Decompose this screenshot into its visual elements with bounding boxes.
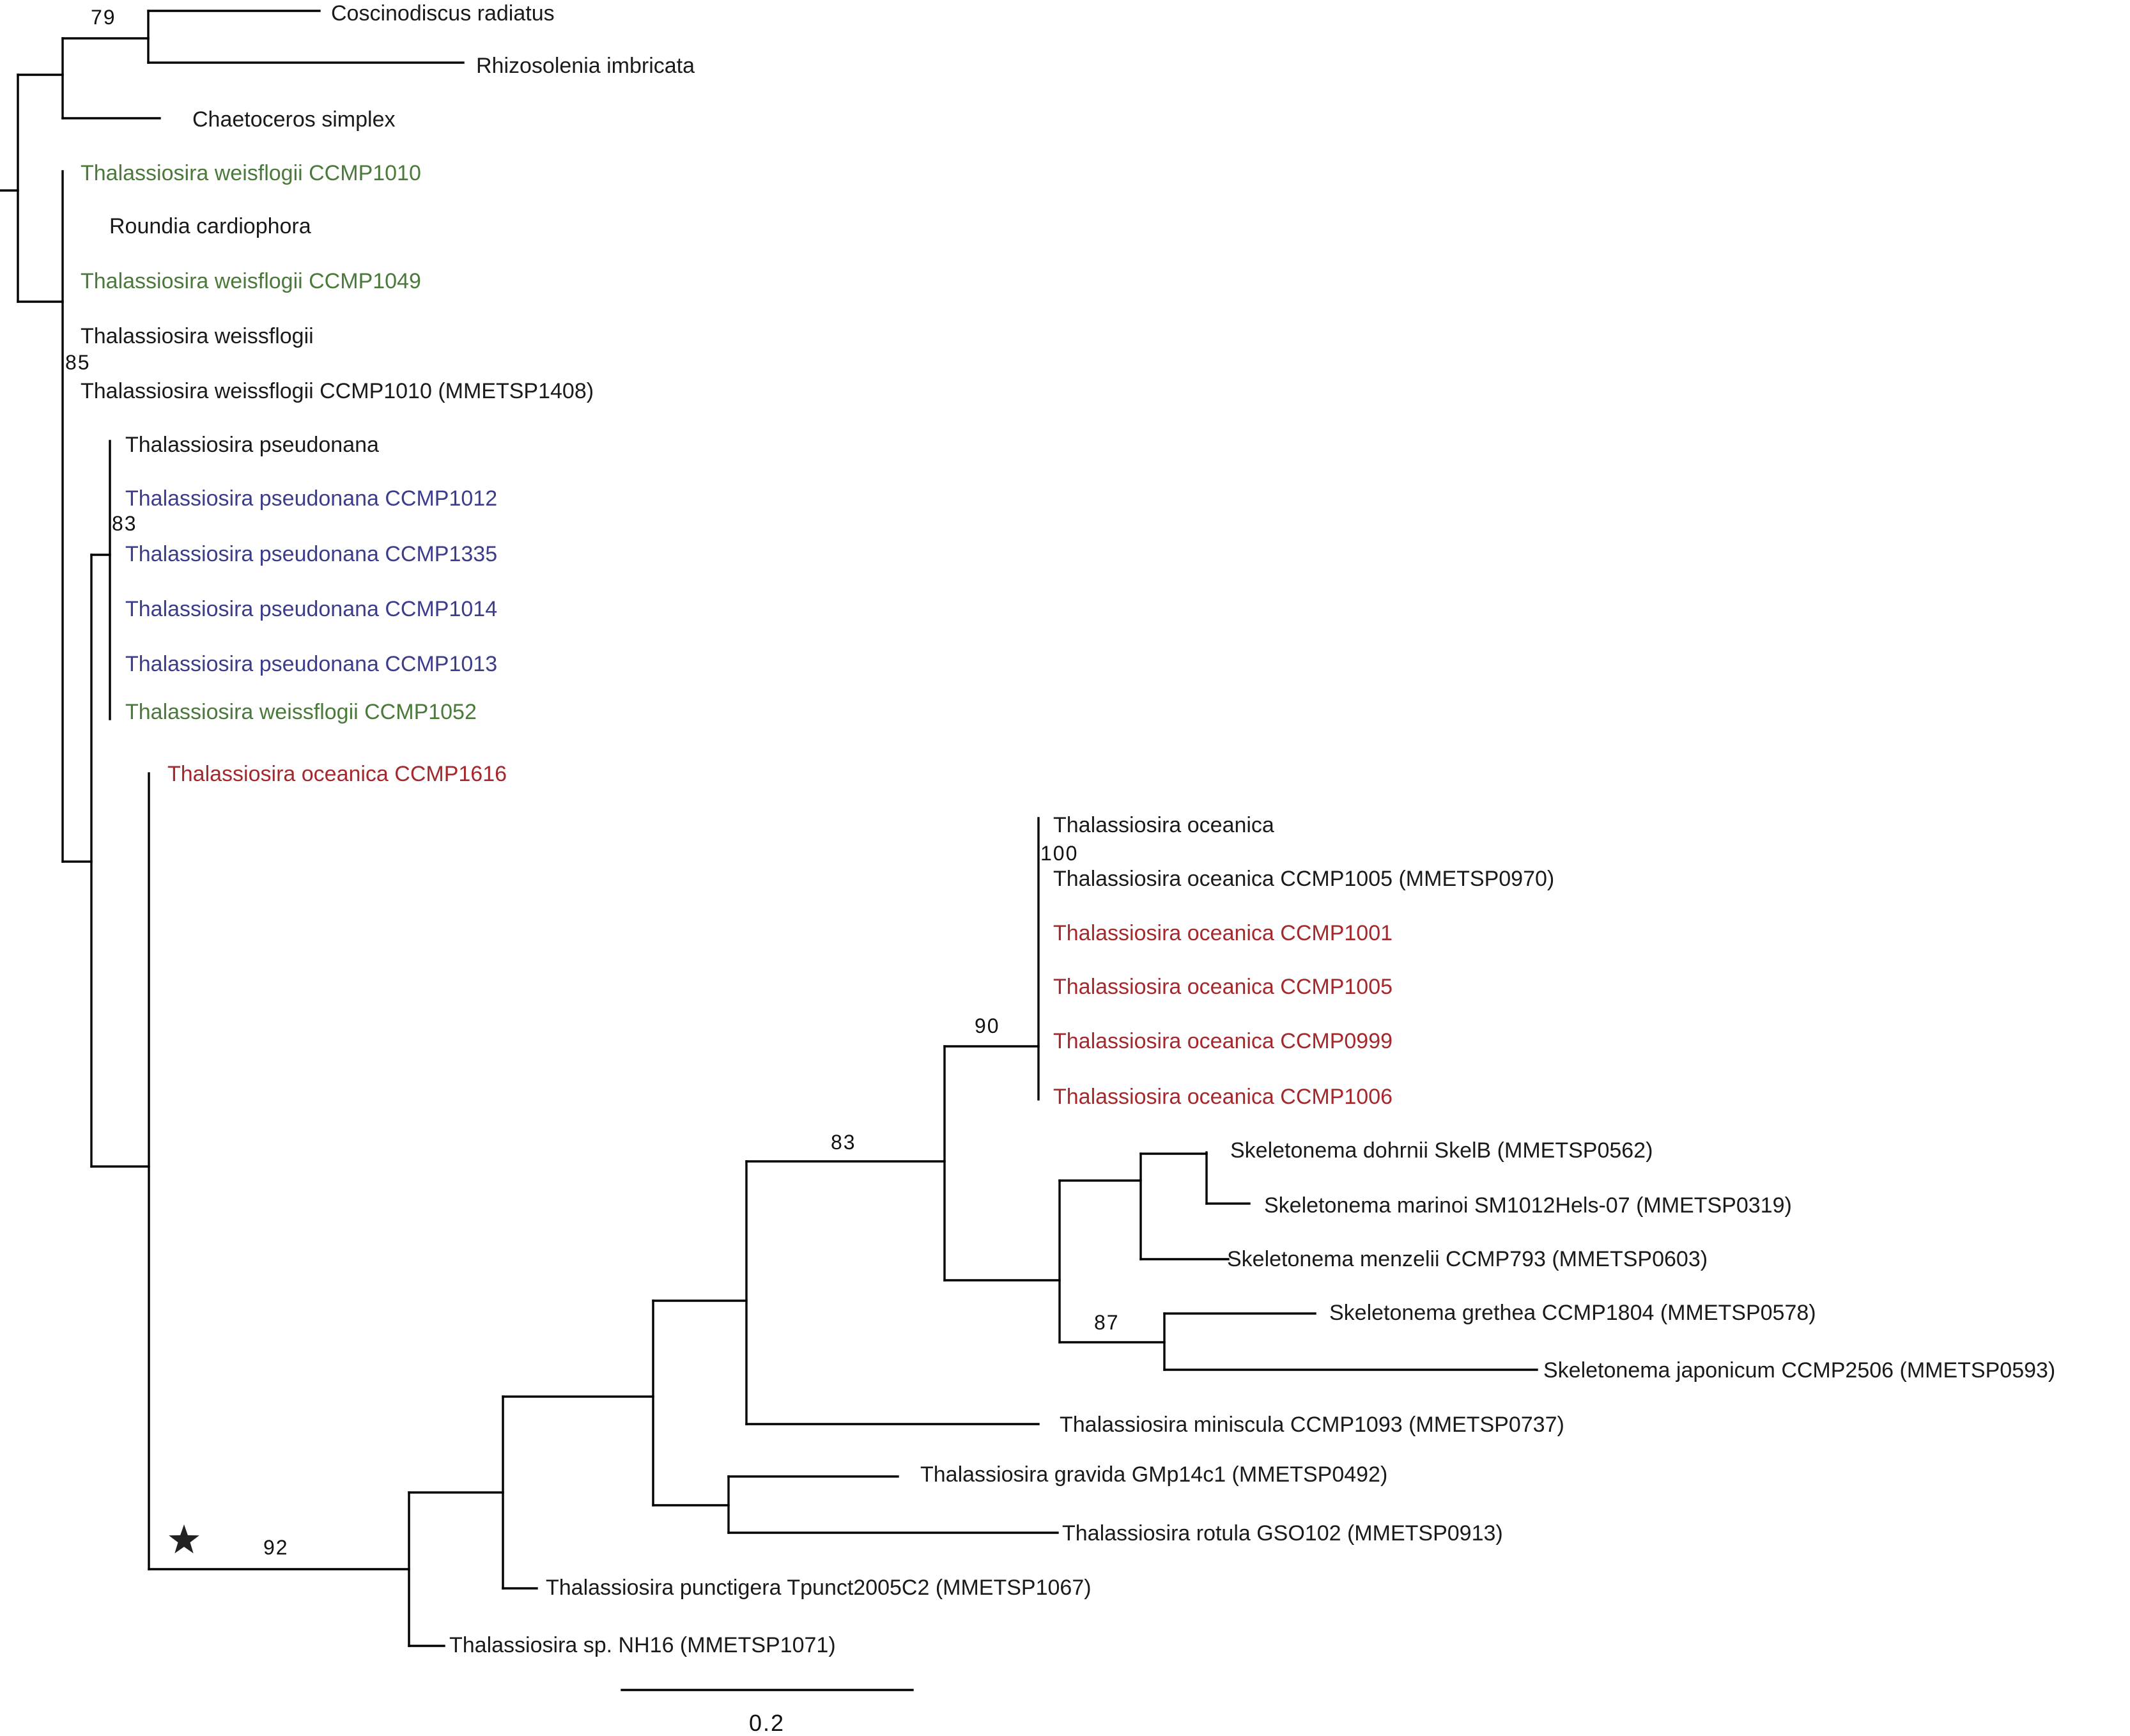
marker bbox=[169, 1524, 199, 1554]
bootstrap-values: 79 85 83 100 90 83 87 92 bbox=[65, 6, 1120, 1559]
scale-bar: 0.2 bbox=[621, 1689, 914, 1736]
taxon-label-s-dohrnii: Skeletonema dohrnii SkelB (MMETSP0562) bbox=[1230, 1138, 1653, 1163]
taxon-label-t-gravida: Thalassiosira gravida GMp14c1 (MMETSP049… bbox=[920, 1462, 1387, 1487]
taxon-label-t-rotula: Thalassiosira rotula GSO102 (MMETSP0913) bbox=[1062, 1521, 1503, 1546]
taxon-label-t-pseudonana-ccmp1013: Thalassiosira pseudonana CCMP1013 bbox=[125, 652, 497, 676]
taxon-label-rhizosolenia-imbricata: Rhizosolenia imbricata bbox=[476, 54, 695, 78]
bootstrap-bs-83-pseudonana: 83 bbox=[112, 512, 137, 535]
taxon-label-t-oceanica: Thalassiosira oceanica bbox=[1053, 813, 1274, 837]
taxon-label-t-punctigera: Thalassiosira punctigera Tpunct2005C2 (M… bbox=[546, 1576, 1092, 1600]
bootstrap-bs-85: 85 bbox=[65, 351, 91, 374]
taxon-label-t-miniscula: Thalassiosira miniscula CCMP1093 (MMETSP… bbox=[1060, 1413, 1564, 1437]
taxon-label-t-oceanica-ccmp1006: Thalassiosira oceanica CCMP1006 bbox=[1053, 1085, 1393, 1109]
taxon-label-t-oceanica-ccmp1001: Thalassiosira oceanica CCMP1001 bbox=[1053, 921, 1393, 945]
bootstrap-bs-92: 92 bbox=[263, 1536, 289, 1559]
tree-branches bbox=[0, 10, 1538, 1647]
taxon-label-t-weissflogii-ccmp1052: Thalassiosira weissflogii CCMP1052 bbox=[125, 700, 477, 724]
bootstrap-bs-87: 87 bbox=[1094, 1311, 1120, 1334]
taxon-label-s-japonicum: Skeletonema japonicum CCMP2506 (MMETSP05… bbox=[1543, 1358, 2055, 1383]
scale-bar-label: 0.2 bbox=[749, 1710, 785, 1736]
taxon-label-t-oceanica-ccmp0999: Thalassiosira oceanica CCMP0999 bbox=[1053, 1029, 1393, 1053]
taxon-label-s-marinoi: Skeletonema marinoi SM1012Hels-07 (MMETS… bbox=[1264, 1193, 1792, 1218]
bootstrap-bs-79: 79 bbox=[91, 6, 116, 29]
taxon-label-t-pseudonana-ccmp1012: Thalassiosira pseudonana CCMP1012 bbox=[125, 486, 497, 511]
taxon-label-t-pseudonana-ccmp1014: Thalassiosira pseudonana CCMP1014 bbox=[125, 597, 497, 621]
taxon-label-t-oceanica-ccmp1616: Thalassiosira oceanica CCMP1616 bbox=[167, 762, 507, 786]
taxon-label-s-grethea: Skeletonema grethea CCMP1804 (MMETSP0578… bbox=[1329, 1301, 1816, 1325]
taxon-label-t-oceanica-ccmp1005-mmetsp0970: Thalassiosira oceanica CCMP1005 (MMETSP0… bbox=[1053, 867, 1554, 891]
taxon-label-coscinodiscus-radiatus: Coscinodiscus radiatus bbox=[331, 1, 555, 26]
taxon-label-chaetoceros-simplex: Chaetoceros simplex bbox=[192, 107, 395, 132]
taxon-label-t-weissflogii-ccmp1010-mmetsp1408: Thalassiosira weissflogii CCMP1010 (MMET… bbox=[81, 379, 594, 403]
taxon-label-t-weisflogii-ccmp1049: Thalassiosira weisflogii CCMP1049 bbox=[81, 269, 421, 293]
star-icon bbox=[169, 1524, 199, 1554]
taxon-label-roundia-cardiophora: Roundia cardiophora bbox=[109, 214, 311, 238]
taxon-label-t-sp-nh16: Thalassiosira sp. NH16 (MMETSP1071) bbox=[449, 1633, 836, 1657]
taxon-label-s-menzelii: Skeletonema menzelii CCMP793 (MMETSP0603… bbox=[1227, 1247, 1708, 1271]
taxon-label-t-oceanica-ccmp1005: Thalassiosira oceanica CCMP1005 bbox=[1053, 975, 1393, 999]
taxon-label-t-pseudonana-ccmp1335: Thalassiosira pseudonana CCMP1335 bbox=[125, 542, 497, 566]
taxon-label-t-pseudonana: Thalassiosira pseudonana bbox=[125, 433, 379, 457]
taxon-label-t-weissflogii: Thalassiosira weissflogii bbox=[81, 324, 314, 348]
bootstrap-bs-90: 90 bbox=[975, 1014, 1000, 1037]
bootstrap-bs-83-skeletonema: 83 bbox=[831, 1131, 856, 1154]
bootstrap-bs-100: 100 bbox=[1040, 842, 1078, 865]
taxon-label-t-weisflogii-ccmp1010: Thalassiosira weisflogii CCMP1010 bbox=[81, 161, 421, 185]
